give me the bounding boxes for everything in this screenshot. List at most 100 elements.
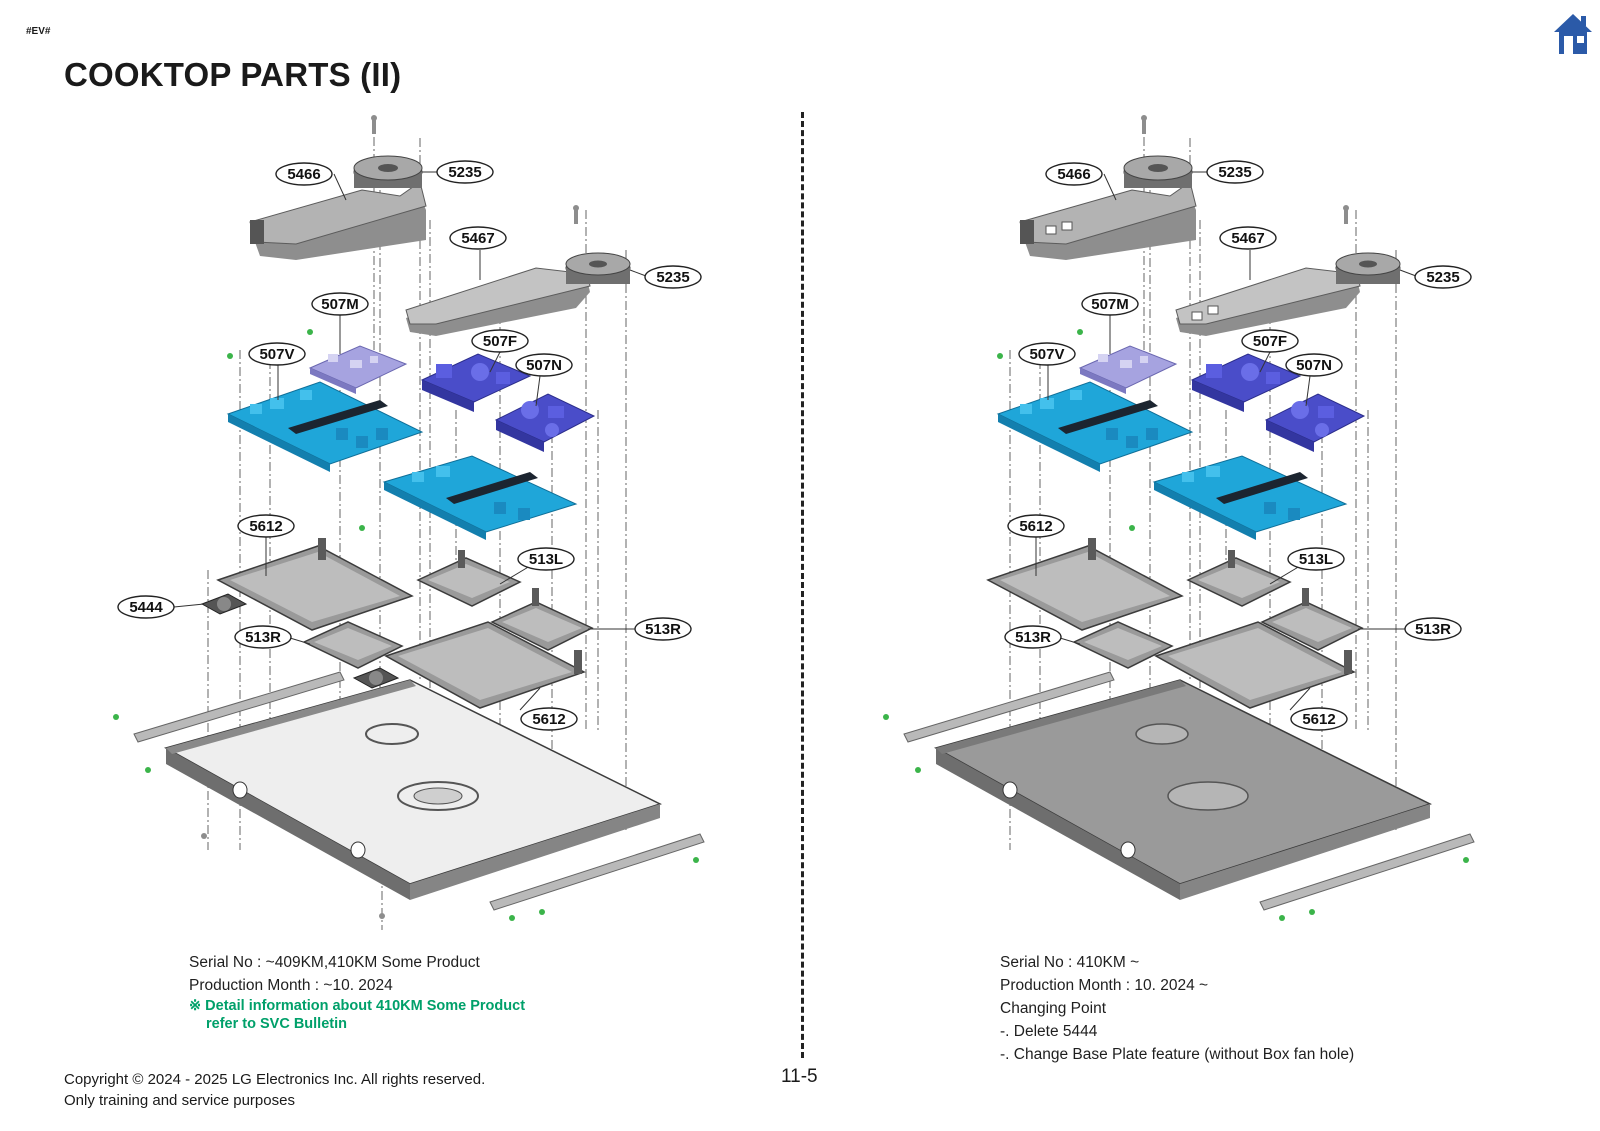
callout-5467: 5467: [1219, 226, 1277, 250]
svg-text:507N: 507N: [526, 357, 562, 374]
callouts: 5466 5235 5467 5235 507M 507V 507F 507N …: [117, 160, 702, 731]
callout-513L: 513L: [517, 547, 575, 571]
callout-513R-left: 513R: [1004, 625, 1062, 649]
page-number: 11-5: [781, 1066, 818, 1087]
svg-text:5612: 5612: [532, 711, 565, 728]
frame-513R-right: [490, 588, 594, 651]
svg-text:507V: 507V: [1029, 346, 1064, 363]
home-button[interactable]: [1553, 12, 1593, 56]
callout-5235-right: 5235: [644, 265, 702, 289]
production-month-right: Production Month : 10. 2024 ~: [1000, 977, 1209, 994]
callout-507M: 507M: [311, 292, 369, 316]
callout-507V: 507V: [1018, 342, 1076, 366]
svg-text:513R: 513R: [1015, 629, 1051, 646]
callout-5444: 5444: [117, 595, 175, 619]
callout-5235-right: 5235: [1414, 265, 1472, 289]
fan-5235-top: [353, 155, 423, 188]
note-right: Serial No : 410KM ~ Production Month : 1…: [1000, 951, 1354, 1066]
callout-5612-lower: 5612: [520, 707, 578, 731]
svg-text:513L: 513L: [1299, 551, 1333, 568]
svg-text:5235: 5235: [1218, 164, 1251, 181]
page-title: COOKTOP PARTS (II): [64, 56, 402, 93]
pcb-module-507M: [308, 345, 408, 394]
callout-507M: 507M: [1081, 292, 1139, 316]
frame-513R-right: [1260, 588, 1364, 651]
frame-513R-left: [302, 621, 404, 669]
callouts: 5466 5235 5467 5235 507M 507V 507F 507N …: [1004, 160, 1472, 731]
svg-text:513R: 513R: [645, 621, 681, 638]
svg-text:507V: 507V: [259, 346, 294, 363]
svg-text:507N: 507N: [1296, 357, 1332, 374]
pcb-module-507M: [1078, 345, 1178, 394]
callout-507N: 507N: [515, 353, 573, 377]
production-month-left: Production Month : ~10. 2024: [189, 977, 393, 994]
svg-text:507M: 507M: [1091, 296, 1129, 313]
svg-text:507M: 507M: [321, 296, 359, 313]
svg-text:513R: 513R: [1415, 621, 1451, 638]
change-item-2: -. Change Base Plate feature (without Bo…: [1000, 1046, 1355, 1063]
svg-text:5467: 5467: [1231, 230, 1264, 247]
frame-5612-lower: [384, 621, 586, 709]
copyright-text: Copyright © 2024 - 2025 LG Electronics I…: [64, 1071, 486, 1088]
svg-text:5235: 5235: [448, 164, 481, 181]
svg-text:5235: 5235: [1426, 269, 1459, 286]
svg-text:5612: 5612: [249, 518, 282, 535]
side-brackets: [133, 671, 705, 911]
callout-513R-right: 513R: [1404, 617, 1462, 641]
fan-duct-housing-5466: [249, 181, 427, 260]
callout-513L: 513L: [1287, 547, 1345, 571]
detail-info-line-2: refer to SVC Bulletin: [206, 1016, 347, 1032]
base-plate: [934, 679, 1432, 900]
svg-text:513R: 513R: [245, 629, 281, 646]
pcb-lower: [382, 455, 578, 540]
home-icon: [1554, 14, 1592, 54]
fan-duct-housing-5467: [1175, 259, 1361, 336]
callout-5612-upper: 5612: [237, 514, 295, 538]
detail-info-line-1: ※ Detail information about 410KM Some Pr…: [189, 998, 526, 1014]
frame-513R-left: [1072, 621, 1174, 669]
frame-5612-upper: [216, 538, 414, 631]
svg-text:5235: 5235: [656, 269, 689, 286]
svg-text:5612: 5612: [1302, 711, 1335, 728]
svg-text:5466: 5466: [287, 166, 320, 183]
callout-507V: 507V: [248, 342, 306, 366]
box-fan-5444: [200, 593, 400, 689]
training-notice: Only training and service purposes: [64, 1092, 295, 1109]
callout-507N: 507N: [1285, 353, 1343, 377]
callout-513R-right: 513R: [634, 617, 692, 641]
fan-5235-right: [1335, 252, 1401, 284]
document-code: #EV#: [26, 26, 51, 37]
serial-range-left: Serial No : ~409KM,410KM Some Product: [189, 954, 480, 971]
callout-5612-lower: 5612: [1290, 707, 1348, 731]
svg-text:507F: 507F: [483, 333, 517, 350]
serial-range-right: Serial No : 410KM ~: [1000, 954, 1140, 971]
callout-513R-left: 513R: [234, 625, 292, 649]
frame-5612-upper: [986, 538, 1184, 631]
change-item-1: -. Delete 5444: [1000, 1023, 1098, 1040]
fan-duct-housing-5467: [405, 259, 591, 336]
pcb-507V-upper: [226, 381, 424, 472]
svg-text:513L: 513L: [529, 551, 563, 568]
side-brackets: [903, 671, 1475, 911]
pcb-507V-upper: [996, 381, 1194, 472]
frame-513L: [1186, 550, 1292, 607]
base-plate: [164, 679, 662, 900]
svg-text:5467: 5467: [461, 230, 494, 247]
callout-5466: 5466: [1045, 162, 1103, 186]
frame-513L: [416, 550, 522, 607]
pcb-module-507N: [494, 393, 596, 452]
pcb-module-507F: [1190, 353, 1302, 412]
fan-5235-right: [565, 252, 631, 284]
svg-text:5466: 5466: [1057, 166, 1090, 183]
screws: [883, 115, 1469, 921]
pcb-lower: [1152, 455, 1348, 540]
svg-text:5444: 5444: [129, 599, 163, 616]
callout-5467: 5467: [449, 226, 507, 250]
fan-5235-top: [1123, 155, 1193, 188]
fan-duct-housing-5466: [1019, 181, 1197, 260]
pcb-module-507N: [1264, 393, 1366, 452]
pcb-module-507F: [420, 353, 532, 412]
changing-point-heading: Changing Point: [1000, 1000, 1106, 1017]
svg-text:507F: 507F: [1253, 333, 1287, 350]
callout-5235-top: 5235: [436, 160, 494, 184]
